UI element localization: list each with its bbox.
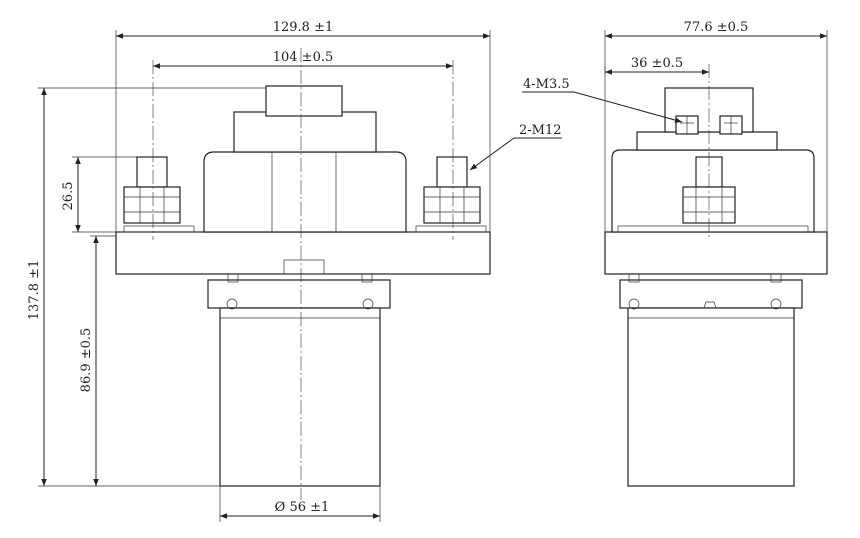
body-height-label: 86.9 ±0.5 (79, 328, 94, 393)
aux-spacing-label: 36 ±0.5 (631, 56, 683, 71)
stud-height-dimension: 26.5 (61, 156, 137, 233)
left-terminal-stud (123, 156, 181, 224)
side-width-dimension: 77.6 ±0.5 (604, 20, 828, 232)
overall-height-label: 137.8 ±1 (27, 260, 42, 321)
aux-terminal-callout: 4-M3.5 (522, 77, 683, 123)
stud-spacing-dimension: 104 ±0.5 (153, 50, 453, 69)
side-view: 77.6 ±0.5 36 ±0.5 4-M3.5 (522, 20, 828, 487)
overall-width-label: 129.8 ±1 (273, 20, 334, 35)
main-terminal-callout: 2-M12 (469, 123, 562, 171)
stud-spacing-label: 104 ±0.5 (273, 50, 334, 65)
stud-height-label: 26.5 (61, 182, 76, 211)
body-diameter-dimension: Ø 56 ±1 (219, 486, 381, 522)
front-view: 129.8 ±1 104 ±0.5 137.8 ±1 86.9 ±0.5 26.… (27, 20, 562, 522)
body-diameter-label: Ø 56 ±1 (275, 500, 330, 515)
aux-terminal-label: 4-M3.5 (523, 77, 570, 92)
side-width-label: 77.6 ±0.5 (684, 20, 749, 35)
main-terminal-label: 2-M12 (519, 123, 562, 138)
body-height-dimension: 86.9 ±0.5 (79, 235, 116, 486)
aux-spacing-dimension: 36 ±0.5 (604, 56, 709, 75)
top-housing (123, 85, 487, 233)
overall-height-dimension: 137.8 ±1 (27, 87, 266, 487)
side-coil-body (619, 272, 803, 487)
overall-width-dimension: 129.8 ±1 (115, 20, 491, 232)
coil-body (207, 272, 391, 487)
right-terminal-stud (423, 156, 481, 224)
base-plate (115, 231, 491, 275)
side-base-plate (604, 231, 828, 275)
